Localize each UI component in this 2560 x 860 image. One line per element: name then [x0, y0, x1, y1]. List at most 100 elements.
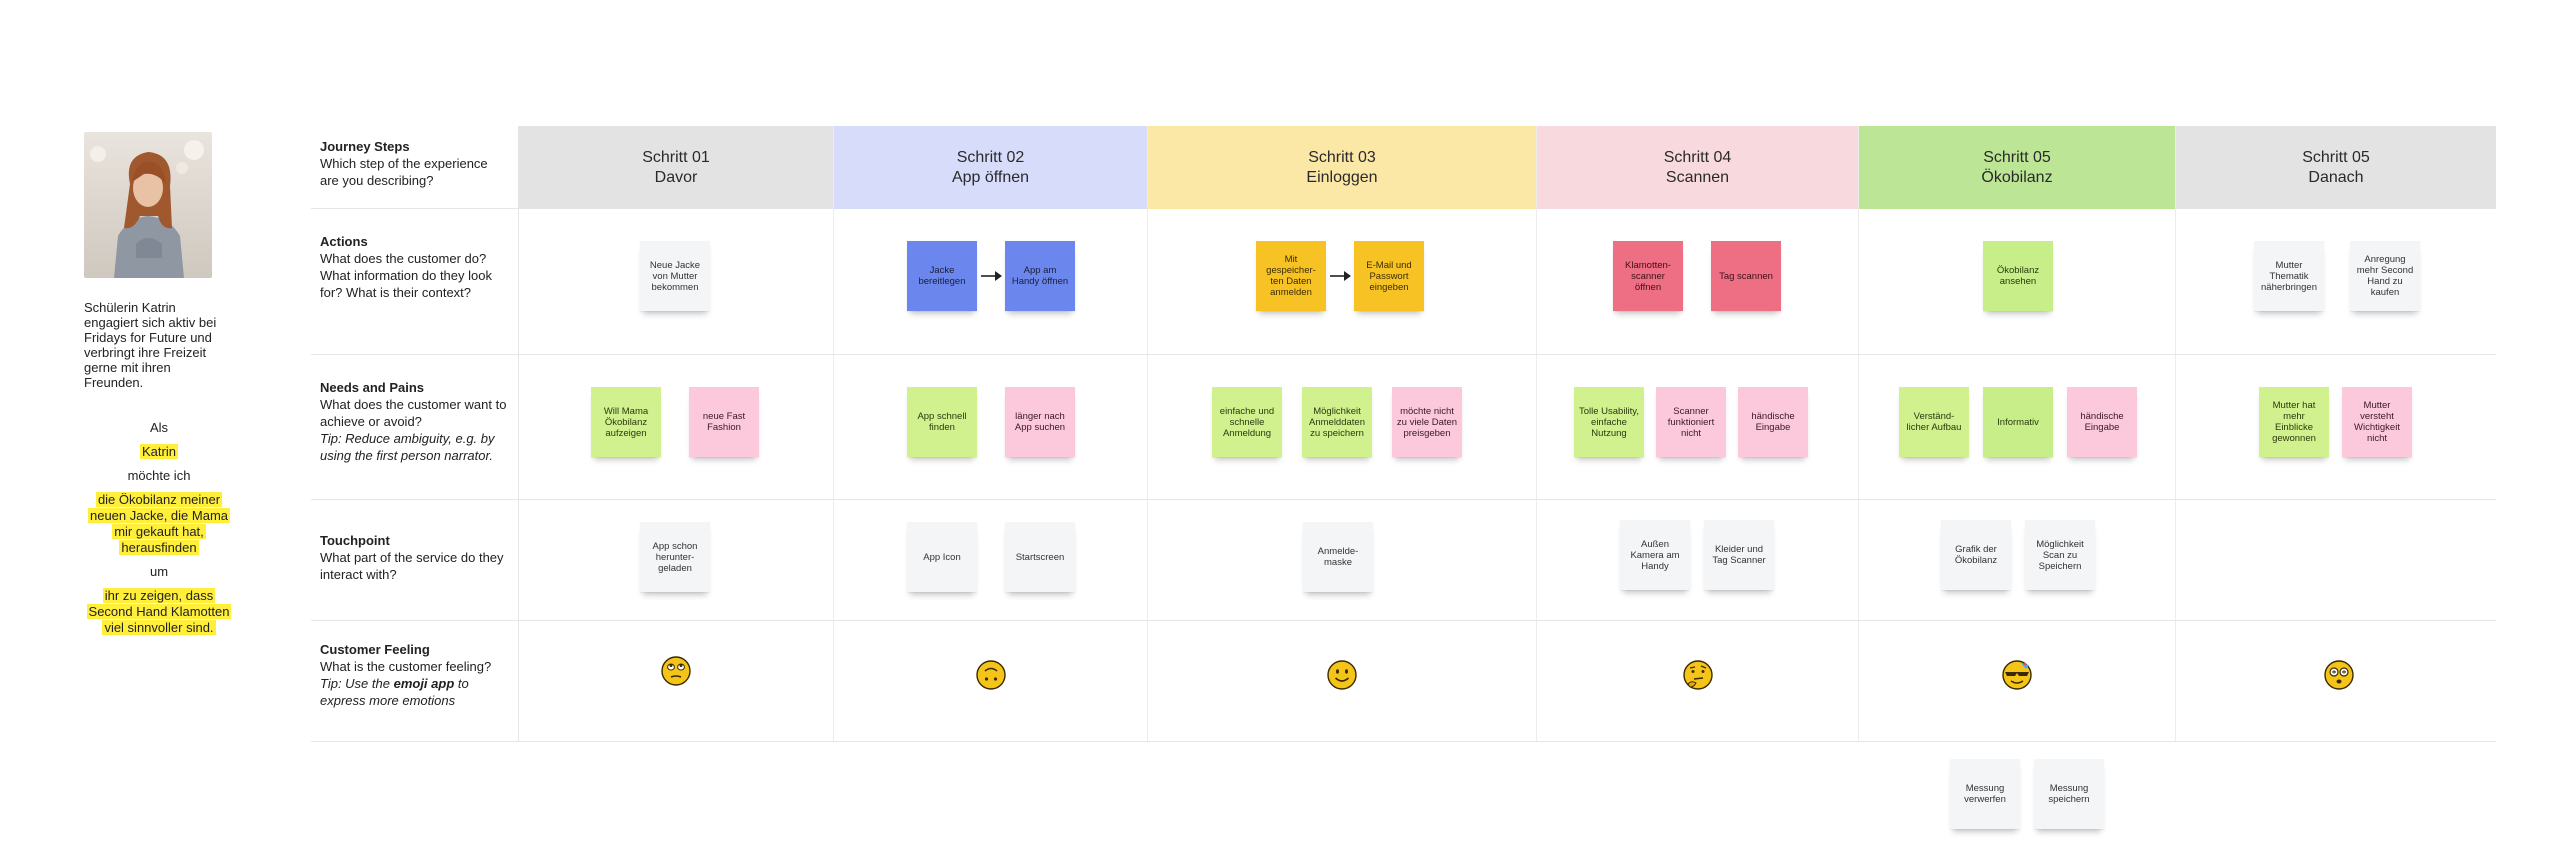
step-header[interactable]: Schritt 02 App öffnen [834, 126, 1148, 209]
story-als: Als [149, 420, 169, 435]
step-header[interactable]: Schritt 05 Danach [2176, 126, 2496, 209]
feeling-cell [834, 621, 1148, 741]
sticky-note[interactable]: Außen Kamera am Handy [1620, 520, 1690, 590]
sticky-note[interactable]: Mit gespeicher-ten Daten anmelden [1256, 241, 1326, 311]
story-moechte: möchte ich [127, 468, 191, 483]
needs-cell: Mutter hat mehr Einblicke gewonnen Mutte… [2176, 355, 2496, 499]
step-name: App öffnen [951, 168, 1030, 186]
step-header[interactable]: Schritt 04 Scannen [1537, 126, 1859, 209]
sticky-note[interactable]: Messung speichern [2034, 759, 2104, 829]
sticky-note[interactable]: Informativ [1983, 387, 2053, 457]
actions-cell: Mutter Thematik näherbringen Anregung me… [2176, 209, 2496, 354]
feeling-cell [1537, 621, 1859, 741]
step-header[interactable]: Schritt 01 Davor [519, 126, 834, 209]
sticky-note[interactable]: händische Eingabe [1738, 387, 1808, 457]
row-title: Needs and Pains [320, 380, 425, 395]
feeling-cell [519, 621, 834, 741]
sticky-note[interactable]: händische Eingabe [2067, 387, 2137, 457]
sticky-note[interactable]: Kleider und Tag Scanner [1704, 520, 1774, 590]
sticky-note[interactable]: Tag scannen [1711, 241, 1781, 311]
actions-label: Actions What does the customer do? What … [311, 209, 519, 354]
step-name: Einloggen [1306, 168, 1378, 186]
sticky-note[interactable]: Grafik der Ökobilanz [1941, 520, 2011, 590]
sticky-note[interactable]: Startscreen [1005, 522, 1075, 592]
row-tip: Tip: Use the emoji app to express more e… [320, 676, 469, 708]
sticky-note[interactable]: App Icon [907, 522, 977, 592]
needs-pains-label: Needs and Pains What does the customer w… [311, 355, 519, 499]
actions-row: Actions What does the customer do? What … [311, 209, 2496, 355]
thinking-face-icon[interactable] [1682, 659, 1714, 691]
sticky-note[interactable]: App schon herunter-geladen [640, 522, 710, 592]
feeling-cell [2176, 621, 2496, 741]
sticky-note[interactable]: App am Handy öffnen [1005, 241, 1075, 311]
story-um: um [149, 564, 169, 579]
touchpoint-row: Touchpoint What part of the service do t… [311, 500, 2496, 621]
touchpoint-cell: App schon herunter-geladen [519, 500, 834, 620]
sticky-note[interactable]: länger nach App suchen [1005, 387, 1075, 457]
row-title: Customer Feeling [320, 642, 430, 657]
sticky-note[interactable]: Neue Jacke von Mutter bekommen [640, 241, 710, 311]
user-story: Als Katrin möchte ich die Ökobilanz mein… [84, 420, 234, 636]
step-number: Schritt 05 [1983, 148, 2051, 166]
step-header[interactable]: Schritt 05 Ökobilanz [1859, 126, 2176, 209]
step-number: Schritt 04 [1663, 148, 1732, 166]
sticky-note[interactable]: Messung verwerfen [1950, 759, 2020, 829]
sticky-note[interactable]: Möglichkeit Scan zu Speichern [2025, 520, 2095, 590]
needs-cell: Will Mama Ökobilanz aufzeigen neue Fast … [519, 355, 834, 499]
row-title: Touchpoint [320, 533, 390, 548]
sticky-note[interactable]: Möglichkeit Anmelddaten zu speichern [1302, 387, 1372, 457]
sticky-note[interactable]: Verständ-licher Aufbau [1899, 387, 1969, 457]
actions-cell: Jacke bereitlegen App am Handy öffnen [834, 209, 1148, 354]
journey-map-grid: Journey Steps Which step of the experien… [311, 126, 2496, 742]
step-name: Ökobilanz [1981, 168, 2053, 186]
sticky-note[interactable]: Tolle Usability, einfache Nutzung [1574, 387, 1644, 457]
actions-cell: Ökobilanz ansehen [1859, 209, 2176, 354]
sticky-note[interactable]: Ökobilanz ansehen [1983, 241, 2053, 311]
sticky-note[interactable]: Scanner funktioniert nicht [1656, 387, 1726, 457]
customer-feeling-row: Customer Feeling What is the customer fe… [311, 621, 2496, 742]
row-description: Which step of the experience are you des… [320, 156, 488, 188]
needs-cell: App schnell finden länger nach App suche… [834, 355, 1148, 499]
arrow-right-icon [1330, 271, 1351, 281]
eye-roll-emoji-icon[interactable] [660, 655, 692, 687]
sticky-note[interactable]: Mutter Thematik näherbringen [2254, 241, 2324, 311]
needs-pains-row: Needs and Pains What does the customer w… [311, 355, 2496, 500]
needs-cell: Tolle Usability, einfache Nutzung Scanne… [1537, 355, 1859, 499]
needs-cell: Verständ-licher Aufbau Informativ händis… [1859, 355, 2176, 499]
smile-emoji-icon[interactable] [1326, 659, 1358, 691]
actions-cell: Klamotten-scanner öffnen Tag scannen [1537, 209, 1859, 354]
sticky-note[interactable]: Anmelde-maske [1303, 522, 1373, 592]
sticky-note[interactable]: Anregung mehr Second Hand zu kaufen [2350, 241, 2420, 311]
row-title: Actions [320, 234, 368, 249]
cool-face-emoji-icon[interactable] [2001, 659, 2033, 691]
row-title: Journey Steps [320, 139, 410, 154]
story-name: Katrin [140, 444, 178, 459]
row-tip: Tip: Reduce ambiguity, e.g. by using the… [320, 431, 495, 463]
sticky-note[interactable]: Mutter versteht Wichtigkeit nicht [2342, 387, 2412, 457]
upside-down-face-icon[interactable] [975, 659, 1007, 691]
touchpoint-cell: App Icon Startscreen [834, 500, 1148, 620]
sticky-note[interactable]: Jacke bereitlegen [907, 241, 977, 311]
sticky-note[interactable]: Will Mama Ökobilanz aufzeigen [591, 387, 661, 457]
dizzy-face-emoji-icon[interactable] [2323, 659, 2355, 691]
sticky-note[interactable]: neue Fast Fashion [689, 387, 759, 457]
touchpoint-cell: Außen Kamera am Handy Kleider und Tag Sc… [1537, 500, 1859, 620]
story-goal: die Ökobilanz meiner neuen Jacke, die Ma… [87, 492, 231, 555]
sticky-note[interactable]: einfache und schnelle Anmeldung [1212, 387, 1282, 457]
touchpoint-label: Touchpoint What part of the service do t… [311, 500, 519, 620]
sticky-note[interactable]: Mutter hat mehr Einblicke gewonnen [2259, 387, 2329, 457]
step-number: Schritt 05 [2302, 148, 2370, 166]
persona-panel: Schülerin Katrin engagiert sich aktiv be… [84, 132, 234, 642]
step-header[interactable]: Schritt 03 Einloggen [1148, 126, 1537, 209]
arrow-right-icon [981, 271, 1002, 281]
touchpoint-cell [2176, 500, 2496, 620]
sticky-note[interactable]: möchte nicht zu viele Daten preisgeben [1392, 387, 1462, 457]
row-description: What is the customer feeling? [320, 659, 492, 674]
step-number: Schritt 03 [1308, 148, 1376, 166]
needs-cell: einfache und schnelle Anmeldung Möglichk… [1148, 355, 1537, 499]
step-number: Schritt 02 [956, 148, 1025, 166]
row-description: What part of the service do they interac… [320, 550, 504, 582]
sticky-note[interactable]: Klamotten-scanner öffnen [1613, 241, 1683, 311]
sticky-note[interactable]: App schnell finden [907, 387, 977, 457]
sticky-note[interactable]: E-Mail und Passwort eingeben [1354, 241, 1424, 311]
